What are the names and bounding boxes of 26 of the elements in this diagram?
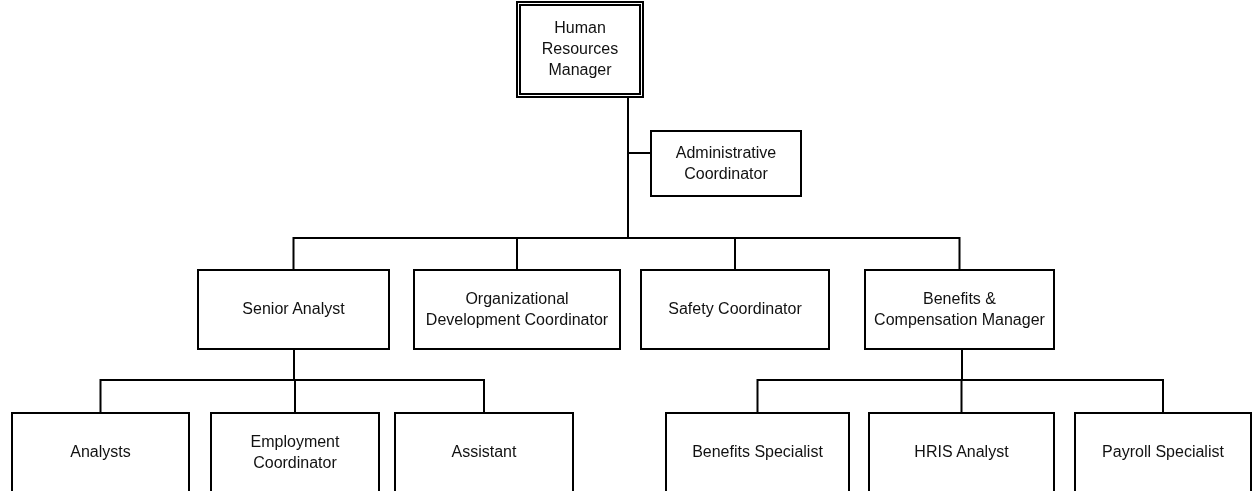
position-box (413, 269, 621, 350)
connector-line (961, 349, 1164, 413)
position-title: Organizational Development Coordinator (424, 288, 610, 330)
position-title: Safety Coordinator (668, 299, 802, 320)
position-box (394, 412, 574, 491)
position-title: Payroll Specialist (1102, 442, 1224, 463)
position-title: Human Resources Manager (540, 18, 620, 80)
position-title: Assistant (451, 442, 517, 463)
position-box (516, 1, 644, 98)
position-title: Benefits & Compensation Manager (874, 288, 1045, 330)
position-box (1074, 412, 1252, 491)
position-box (640, 269, 830, 350)
position-title: Analysts (70, 442, 131, 463)
position-title: HRIS Analyst (914, 442, 1009, 463)
position-box (665, 412, 850, 491)
position-box (650, 130, 802, 197)
position-title: Administrative Coordinator (674, 142, 778, 184)
position-box (197, 269, 390, 350)
position-box (864, 269, 1055, 350)
position-box (210, 412, 380, 491)
position-box (868, 412, 1055, 491)
position-box (11, 412, 190, 491)
connector-line (293, 349, 485, 413)
position-title: Employment Coordinator (249, 431, 341, 473)
position-title: Senior Analyst (242, 299, 345, 320)
position-title: Benefits Specialist (692, 442, 823, 463)
